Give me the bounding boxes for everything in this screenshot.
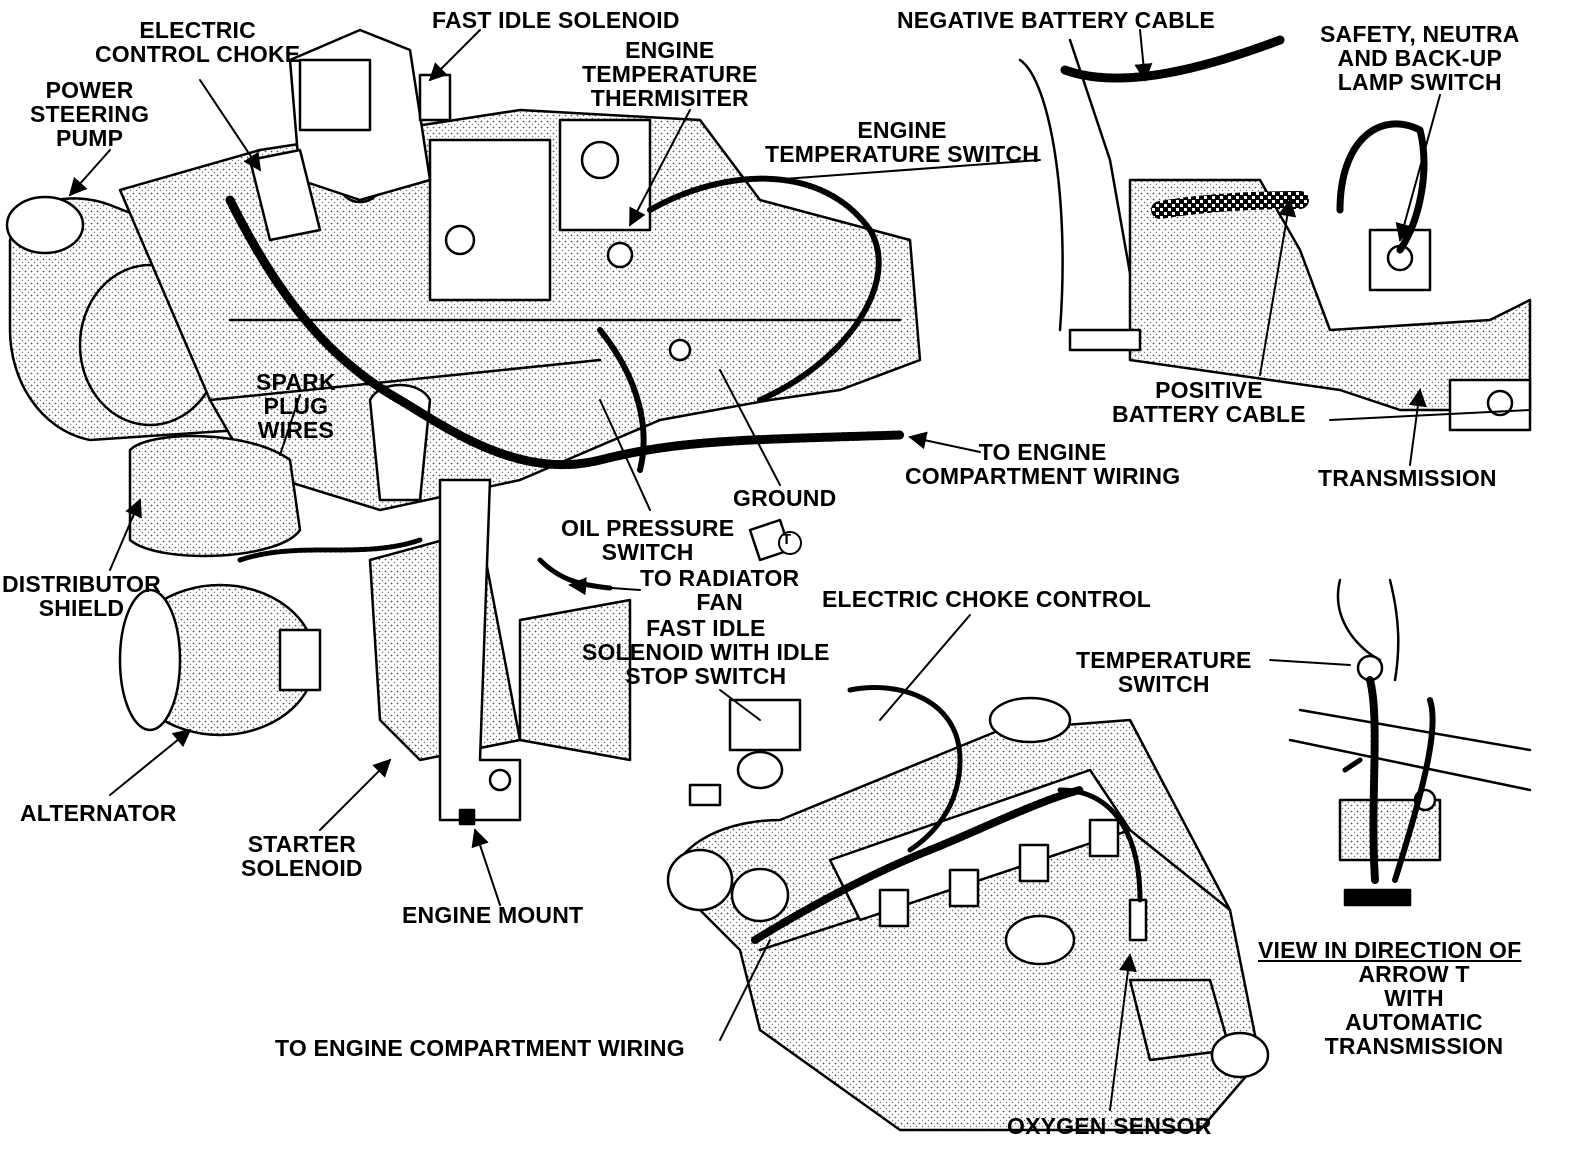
main-wiring-harness — [225, 195, 905, 469]
lower-engine-detail-drawing — [666, 685, 1270, 1132]
lower-wiring-harness — [751, 786, 1084, 944]
label-fast-idle-solenoid: FAST IDLE SOLENOID — [432, 7, 680, 33]
alternator-drawing — [118, 583, 322, 737]
view-t-detail-drawing — [1288, 578, 1532, 907]
oil-switch-lead — [597, 327, 647, 473]
transmission-detail-drawing — [1018, 35, 1532, 432]
switch-wires-drawing — [1336, 120, 1428, 254]
negative-battery-cable-drawing — [1060, 35, 1285, 83]
oxygen-sensor-wire — [1057, 787, 1143, 903]
label-distributor-shield: DISTRIBUTOR SHIELD — [2, 571, 161, 621]
alternator-lead — [237, 537, 423, 563]
main-engine-drawing — [5, 28, 922, 826]
temp-switch-lead — [647, 175, 882, 403]
starter-and-mount-drawing — [368, 478, 632, 826]
label-electric-choke-control: ELECTRIC CHOKE CONTROL — [822, 586, 1151, 612]
label-negative-battery-cable: NEGATIVE BATTERY CABLE — [897, 7, 1215, 33]
label-power-steering-pump: POWER STEERING PUMP — [30, 77, 150, 151]
label-oxygen-sensor: OXYGEN SENSOR — [1007, 1113, 1212, 1139]
label-spark-plug-wires: SPARK PLUG WIRES — [256, 369, 336, 443]
choke-control-wire — [847, 685, 963, 853]
label-electric-control-choke: ELECTRIC CONTROL CHOKE — [95, 17, 301, 67]
fan-lead — [537, 557, 613, 591]
arrow-t-marker — [748, 518, 802, 562]
label-to-engine-compartment-wiring-lower: TO ENGINE COMPARTMENT WIRING — [275, 1035, 685, 1061]
label-ground: GROUND — [733, 485, 837, 511]
arrow-t-letter: T — [782, 531, 792, 548]
view-t-wire — [1366, 676, 1379, 884]
label-to-engine-compartment-wiring-upper: TO ENGINE COMPARTMENT WIRING — [905, 439, 1181, 489]
label-engine-temperature-thermisiter: ENGINE TEMPERATURE THERMISITER — [582, 37, 758, 111]
label-view-direction-heading: VIEW IN DIRECTION OF — [1258, 937, 1522, 963]
label-view-direction-body: ARROW T WITH AUTOMATIC TRANSMISSION — [1324, 961, 1504, 1059]
label-safety-neutral-switch: SAFETY, NEUTRA AND BACK-UP LAMP SWITCH — [1320, 21, 1520, 95]
view-t-wire-2 — [1392, 697, 1436, 883]
label-positive-battery-cable: POSITIVE BATTERY CABLE — [1112, 377, 1306, 427]
label-transmission: TRANSMISSION — [1318, 465, 1497, 491]
label-temperature-switch: TEMPERATURE SWITCH — [1076, 647, 1252, 697]
engine-block-drawing — [118, 108, 922, 512]
label-alternator: ALTERNATOR — [20, 800, 177, 826]
label-engine-temperature-switch: ENGINE TEMPERATURE SWITCH — [765, 117, 1040, 167]
label-fast-idle-solenoid-idle-stop: FAST IDLE SOLENOID WITH IDLE STOP SWITCH — [582, 615, 830, 689]
label-to-radiator-fan: TO RADIATOR FAN — [640, 565, 800, 615]
carburetor-drawing — [248, 28, 452, 242]
label-starter-solenoid: STARTER SOLENOID — [241, 831, 363, 881]
positive-battery-cable-drawing — [1151, 191, 1309, 219]
label-oil-pressure-switch: OIL PRESSURE SWITCH — [561, 515, 735, 565]
label-engine-mount: ENGINE MOUNT — [402, 902, 584, 928]
leader-lines — [68, 29, 1531, 1111]
